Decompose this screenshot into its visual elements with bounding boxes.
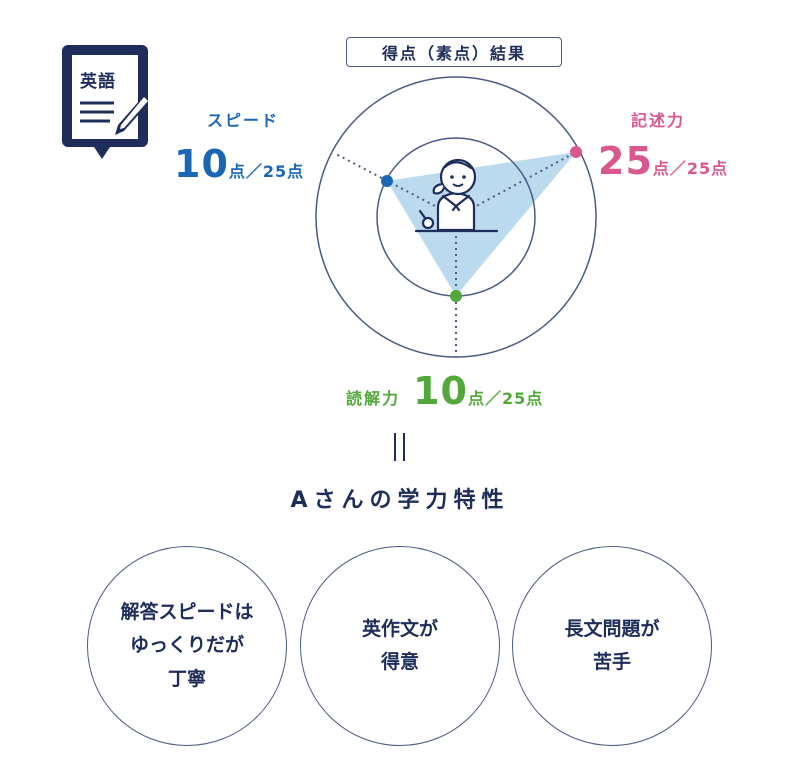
point-writing [570, 146, 582, 158]
english-subject-badge: 英語 [62, 45, 152, 160]
trait-line: 解答スピードは [120, 601, 254, 624]
axis-writing [455, 150, 579, 218]
speed-score-max: 点／25点 [228, 162, 305, 181]
subject-label: 英語 [80, 72, 116, 92]
trait-line: 得意 [380, 651, 419, 673]
trait-circle-reading: 長文問題が 苦手 [512, 546, 712, 746]
reading-score-value: 10 [413, 369, 468, 413]
trait-line: 苦手 [592, 651, 631, 673]
axis-speed [333, 152, 457, 218]
trait-circle-writing: 英作文が 得意 [300, 546, 500, 746]
trait-line: 長文問題が [564, 617, 660, 640]
trait-line: 英作文が [361, 617, 438, 640]
writing-score-max: 点／25点 [652, 159, 729, 178]
reading-label: 読解力 [346, 389, 401, 408]
writing-label: 記述力 [631, 111, 686, 130]
point-reading [450, 290, 462, 302]
equals-divider-icon [394, 433, 405, 461]
speed-score: 10点／25点 [174, 145, 304, 183]
trait-heading: Aさんの学力特性 [290, 488, 510, 513]
trait-line: ゆっくりだが [129, 634, 244, 657]
speed-score-value: 10 [174, 142, 229, 186]
chart-title: 得点（素点）結果 [346, 37, 562, 67]
point-speed [381, 175, 393, 187]
writing-score-value: 25 [598, 139, 653, 183]
reading-score-max: 点／25点 [468, 389, 544, 408]
reading-score: 読解力 10点／25点 [346, 372, 543, 410]
writing-score: 25点／25点 [598, 142, 728, 180]
document-pen-icon [62, 45, 152, 159]
trait-line: 丁寧 [167, 667, 206, 690]
trait-circle-speed: 解答スピードは ゆっくりだが 丁寧 [87, 546, 287, 746]
speed-label: スピード [207, 111, 280, 130]
score-area [387, 152, 576, 296]
student-at-desk-icon [414, 158, 499, 233]
